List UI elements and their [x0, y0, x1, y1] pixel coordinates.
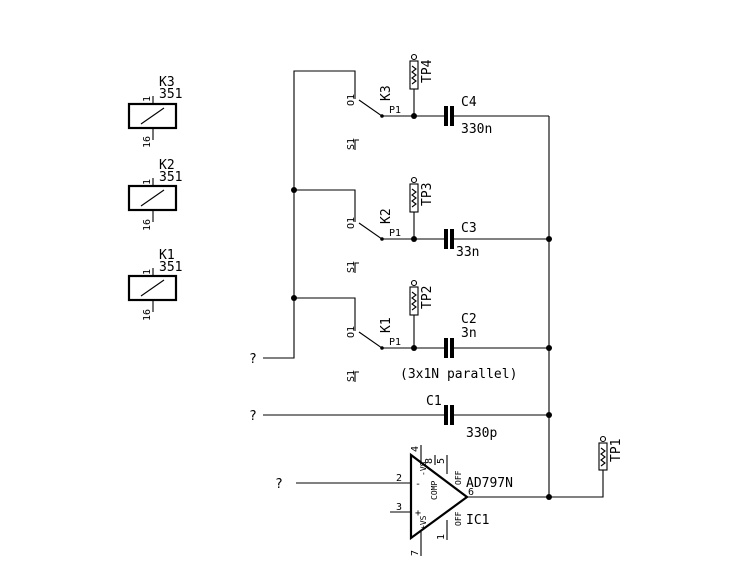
capacitor-note: (3x1N parallel) [400, 367, 517, 382]
switch-pin-s1: S1 [346, 370, 357, 382]
opamp-pos-supply: +VS [419, 515, 428, 530]
capacitor-c1: ? C1 330p [249, 394, 549, 441]
net-label: ? [249, 409, 257, 424]
capacitor-c2: C2 3n (3x1N parallel) [400, 312, 549, 382]
switch-pin-p1: P1 [389, 228, 401, 239]
junction-dot [546, 412, 552, 418]
relay-ref: K3 [159, 75, 175, 90]
test-point-tp1: TP1 [598, 435, 624, 471]
relay-coil-k1: K1 351 1 16 [127, 248, 182, 321]
switch-pin-o1: O1 [346, 326, 357, 338]
net-label: ? [275, 477, 283, 492]
switch-pin-o1: O1 [346, 217, 357, 229]
relay-ref: K2 [159, 158, 175, 173]
capacitor-value: 330p [466, 426, 497, 441]
switch-pin-s1: S1 [346, 261, 357, 273]
opamp-ad797n: ? 2 3 - + 4 7 -VS +VS 8 5 1 COMP OFF OFF… [275, 445, 549, 556]
opamp-pin-vpos: 7 [410, 550, 421, 556]
capacitor-value: 330n [461, 122, 492, 137]
test-point-label: TP4 [420, 59, 435, 83]
opamp-pin-noninv: 3 [396, 502, 402, 513]
relay-pin-top: 1 [142, 179, 153, 185]
relay-pin-bottom: 16 [142, 219, 153, 231]
test-point-label: TP3 [420, 183, 435, 206]
switch-pin-p1: P1 [389, 105, 401, 116]
relay-pin-bottom: 16 [142, 136, 153, 148]
capacitor-ref: C4 [461, 95, 477, 110]
capacitor-ref: C1 [426, 394, 442, 409]
relay-value: 351 [159, 260, 182, 275]
capacitor-value: 3n [461, 326, 477, 341]
opamp-pin-off-top: 5 [436, 458, 447, 464]
opamp-pin-comp: 8 [424, 458, 435, 464]
opamp-pin-off-bottom: 1 [436, 534, 447, 540]
capacitor-value: 33n [456, 245, 479, 260]
relay-switch-k1: O1 S1 P1 K1 [346, 317, 414, 382]
opamp-pin-vneg: 4 [410, 446, 421, 452]
net-label: ? [249, 352, 257, 367]
relay-coil-k3: K3 351 1 16 [127, 75, 182, 148]
relay-pin-top: 1 [142, 96, 153, 102]
capacitor-c4: C4 330n [414, 95, 549, 137]
junction-dot [291, 295, 297, 301]
test-point-tp2: TP2 [409, 279, 435, 351]
capacitor-ref: C3 [461, 221, 477, 236]
opamp-minus: - [415, 479, 421, 490]
relay-value: 351 [159, 170, 182, 185]
opamp-off-label: OFF [454, 470, 463, 485]
relay-ref: K1 [159, 248, 175, 263]
opamp-off-label: OFF [454, 511, 463, 526]
relay-coil-k2: K2 351 1 16 [127, 158, 182, 231]
feedback-rail [546, 116, 604, 500]
junction-dot [546, 345, 552, 351]
opamp-ref: IC1 [466, 513, 489, 528]
relay-value: 351 [159, 87, 182, 102]
opamp-pin-inv: 2 [396, 473, 402, 484]
test-point-tp3: TP3 [409, 176, 435, 242]
test-point-tp4: TP4 [409, 53, 435, 119]
relay-pin-top: 1 [142, 269, 153, 275]
opamp-plus: + [415, 508, 421, 519]
opamp-part: AD797N [466, 476, 513, 491]
switch-ref: K3 [379, 85, 394, 101]
test-point-label: TP1 [609, 439, 624, 462]
relay-pin-bottom: 16 [142, 309, 153, 321]
opamp-neg-supply: -VS [419, 461, 428, 476]
relay-switch-k2: O1 S1 P1 K2 [346, 208, 414, 273]
switch-pin-o1: O1 [346, 94, 357, 106]
opamp-comp-label: COMP [430, 481, 439, 500]
junction-dot [546, 236, 552, 242]
switch-pin-p1: P1 [389, 337, 401, 348]
junction-dot [291, 187, 297, 193]
input-bus: ? [249, 70, 356, 367]
switch-ref: K1 [379, 317, 394, 333]
switch-ref: K2 [379, 208, 394, 224]
capacitor-c3: C3 33n [414, 221, 549, 260]
switch-pin-s1: S1 [346, 138, 357, 150]
relay-switch-k3: O1 S1 P1 K3 [346, 85, 414, 150]
capacitor-ref: C2 [461, 312, 477, 327]
opamp-pin-out: 6 [468, 487, 474, 498]
test-point-label: TP2 [420, 286, 435, 309]
